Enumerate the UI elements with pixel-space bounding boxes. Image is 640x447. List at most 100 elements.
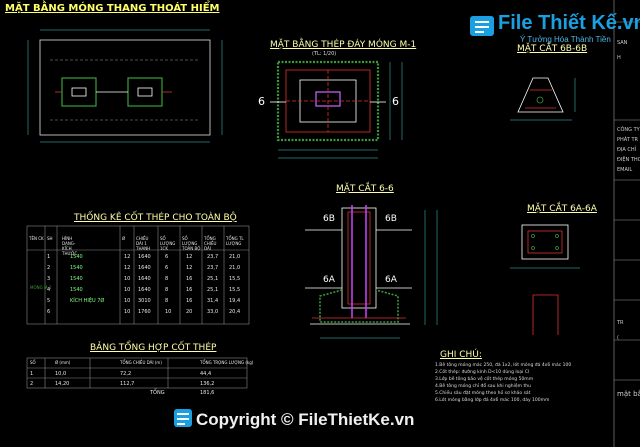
stats-cell: 1640 xyxy=(138,276,151,282)
summary-cell: 72,2 xyxy=(120,371,132,377)
summary-cell: 14,20 xyxy=(55,381,70,387)
notes-title: GHI CHÚ: xyxy=(440,350,482,360)
stats-cell: 25,1 xyxy=(207,276,219,282)
note-item: 5.Chiều sâu đặt móng theo hồ sơ khảo sát xyxy=(435,391,531,396)
watermark-copyright: Copyright © FileThietKe.vn xyxy=(196,410,415,429)
stats-cell: 15,5 xyxy=(229,287,241,293)
stats-cell: 1540 xyxy=(70,254,83,260)
stats-cell: 19,4 xyxy=(229,298,241,304)
summary-cell: 1 xyxy=(30,371,34,377)
stats-header-cell: TỔNG CHIỀU DÀI xyxy=(204,236,217,251)
stats-header-cell: SỐ LƯỢNG TOÀN BỘ xyxy=(182,236,201,251)
summary-header-cell: TỔNG TRỌNG LƯỢNG (kg) xyxy=(200,360,254,365)
summary-total-label: TỔNG xyxy=(150,390,165,396)
stats-cell: 12 xyxy=(186,254,193,260)
stats-cell: 16 xyxy=(186,298,193,304)
rebar-plan-title: MẶT BẰNG THÉP ĐÁY MÓNG M-1 xyxy=(270,40,417,50)
title-block-item: TR xyxy=(617,320,624,326)
note-item: 6.Lót móng bằng lớp đá 4x6 mác 100, dày … xyxy=(435,398,550,403)
summary-table-grid xyxy=(26,357,248,389)
stats-cell: 10 xyxy=(124,298,131,304)
stats-cell: 1640 xyxy=(138,287,151,293)
stats-cell: 8 xyxy=(165,298,169,304)
watermark-logo-sub: Ý Tưởng Hóa Thành Tiền xyxy=(520,35,611,44)
title-block-item: H xyxy=(617,55,621,61)
rebar-plan-scale: (TL: 1/20) xyxy=(312,51,337,57)
stats-cell: KÍCH HIỆU 7Ø xyxy=(70,298,105,304)
title-block-item: ( xyxy=(617,335,619,341)
stats-header-cell: CHIỀU DÀI 1 THANH xyxy=(136,236,151,251)
stats-cell: 6 xyxy=(47,309,51,315)
section-66-title: MẶT CẮT 6-6 xyxy=(336,184,394,194)
section-mark: 6 xyxy=(258,95,265,108)
stats-header-cell: TÊN CK xyxy=(29,236,44,241)
stats-cell: 3 xyxy=(47,276,51,282)
title-block-item: ĐIỆN THOẠI xyxy=(617,157,640,163)
title-block xyxy=(613,0,640,447)
stats-cell: 1540 xyxy=(70,265,83,271)
section-6b xyxy=(510,77,576,121)
summary-cell: 44,4 xyxy=(200,371,212,377)
title-block-item: CÔNG TY CỔ PHẦN xyxy=(617,127,640,133)
foundation-plan xyxy=(27,29,223,143)
plan-title: MẶT BẰNG MÓNG THANG THOÁT HIỂM xyxy=(5,3,220,14)
summary-cell: 112,7 xyxy=(120,381,135,387)
summary-header-cell: SỐ xyxy=(30,360,36,365)
summary-cell: 136,2 xyxy=(200,381,215,387)
section-66 xyxy=(305,205,438,339)
note-item: 1.Bê tông móng mác 250, đá 1x2, lót móng… xyxy=(435,363,572,368)
stats-cell: 12 xyxy=(124,265,131,271)
stats-table-grid xyxy=(26,225,250,325)
stats-cell: 25,1 xyxy=(207,287,219,293)
stats-cell: 10 xyxy=(124,287,131,293)
section-6b-title: MẶT CẮT 6B-6B xyxy=(517,44,588,54)
title-block-item: ĐỊA CHỈ xyxy=(617,147,637,153)
summary-header-cell: TỔNG CHIỀU DÀI (m) xyxy=(120,360,162,365)
stats-cell: 21,0 xyxy=(229,265,241,271)
stats-cell: 12 xyxy=(124,254,131,260)
stats-cell: 6 xyxy=(165,254,169,260)
stats-header-cell: TỔNG TL LƯỢNG xyxy=(226,236,244,246)
stats-cell: 8 xyxy=(165,276,169,282)
section-mark: 6A xyxy=(385,275,397,285)
section-6a xyxy=(510,224,580,335)
summary-cell: 2 xyxy=(30,381,34,387)
stats-cell: 31,4 xyxy=(207,298,219,304)
stats-cell: 1540 xyxy=(70,276,83,282)
stats-cell: 10 xyxy=(165,309,172,315)
stats-cell: 20,4 xyxy=(229,309,241,315)
summary-table-title: BẢNG TỔNG HỢP CỐT THÉP xyxy=(90,343,217,353)
stats-cell: 15,5 xyxy=(229,276,241,282)
stats-cell: 1640 xyxy=(138,254,151,260)
stats-cell: 5 xyxy=(47,298,51,304)
watermark-logo-text: File Thiết Kế.vn xyxy=(498,12,640,34)
title-block-item: mặt bằng móng t xyxy=(617,390,640,398)
watermark-logo-shape xyxy=(174,16,494,427)
stats-cell: 8 xyxy=(165,287,169,293)
section-mark: 6B xyxy=(385,214,397,224)
stats-cell: 1760 xyxy=(138,309,151,315)
stats-cell: 1540 xyxy=(70,287,83,293)
note-item: 2.Cốt thép: đường kính D<10 dùng loại CI xyxy=(435,370,530,375)
stats-cell: 12 xyxy=(186,265,193,271)
stats-cell: 23,7 xyxy=(207,254,219,260)
stats-header-cell: SH xyxy=(47,236,53,241)
note-item: 3.Lớp bê tông bảo vệ cốt thép móng 50mm xyxy=(435,377,534,382)
stats-header-cell: HÌNH DẠNG-KÍCH THƯỚC xyxy=(62,236,78,256)
section-6a-title: MẶT CẮT 6A-6A xyxy=(527,204,597,214)
stats-cell: 10 xyxy=(124,276,131,282)
title-block-item: EMAIL xyxy=(617,167,633,173)
title-block-item: SAN xyxy=(617,40,628,46)
stats-table-title: THỐNG KÊ CỐT THÉP CHO TOÀN BỘ xyxy=(74,213,237,223)
stats-cell: 6 xyxy=(165,265,169,271)
rebar-plan xyxy=(270,60,403,159)
stats-cell: 2 xyxy=(47,265,51,271)
stats-cell: 1640 xyxy=(138,265,151,271)
stats-cell: 20 xyxy=(186,309,193,315)
section-mark: 6A xyxy=(323,275,335,285)
stats-cell: 1 xyxy=(47,254,51,260)
summary-header-cell: Ø (mm) xyxy=(55,360,71,365)
stats-cell: 3010 xyxy=(138,298,151,304)
